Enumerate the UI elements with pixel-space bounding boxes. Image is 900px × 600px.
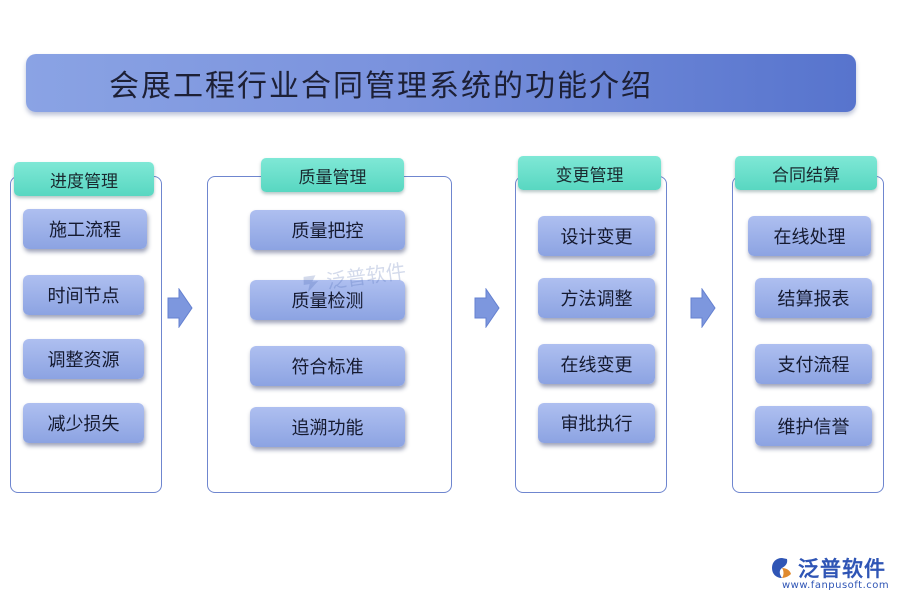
item-settlement-2: 结算报表	[755, 278, 872, 318]
item-schedule-2: 时间节点	[23, 275, 144, 315]
item-quality-3: 符合标准	[250, 346, 405, 386]
item-quality-2: 质量检测	[250, 280, 405, 320]
item-settlement-3: 支付流程	[755, 344, 872, 384]
flow-arrow-1	[167, 288, 193, 328]
brand-url: www.fanpusoft.com	[782, 580, 890, 591]
header-quality: 质量管理	[261, 158, 404, 192]
item-quality-4: 追溯功能	[250, 407, 405, 447]
header-schedule: 进度管理	[14, 162, 154, 196]
item-settlement-4: 维护信誉	[755, 406, 872, 446]
fanpu-logo-icon	[772, 558, 791, 578]
item-schedule-1: 施工流程	[23, 209, 147, 249]
item-change-2: 方法调整	[538, 278, 655, 318]
item-change-3: 在线变更	[538, 344, 655, 384]
title-bar: 会展工程行业合同管理系统的功能介绍	[26, 54, 856, 112]
diagram-title: 会展工程行业合同管理系统的功能介绍	[109, 69, 653, 104]
watermark: 泛普软件	[298, 255, 407, 298]
header-settlement: 合同结算	[735, 156, 877, 190]
item-settlement-1: 在线处理	[748, 216, 871, 256]
item-change-4: 审批执行	[538, 403, 655, 443]
header-change: 变更管理	[518, 156, 661, 190]
flow-arrow-2	[474, 288, 500, 328]
item-schedule-4: 减少损失	[23, 403, 144, 443]
flow-arrow-3	[690, 288, 716, 328]
brand-name: 泛普软件	[798, 557, 886, 581]
item-change-1: 设计变更	[538, 216, 655, 256]
item-quality-1: 质量把控	[250, 210, 405, 250]
brand-logo: 泛普软件	[770, 553, 886, 583]
fanpu-logo-icon	[303, 274, 319, 292]
item-schedule-3: 调整资源	[23, 339, 144, 379]
